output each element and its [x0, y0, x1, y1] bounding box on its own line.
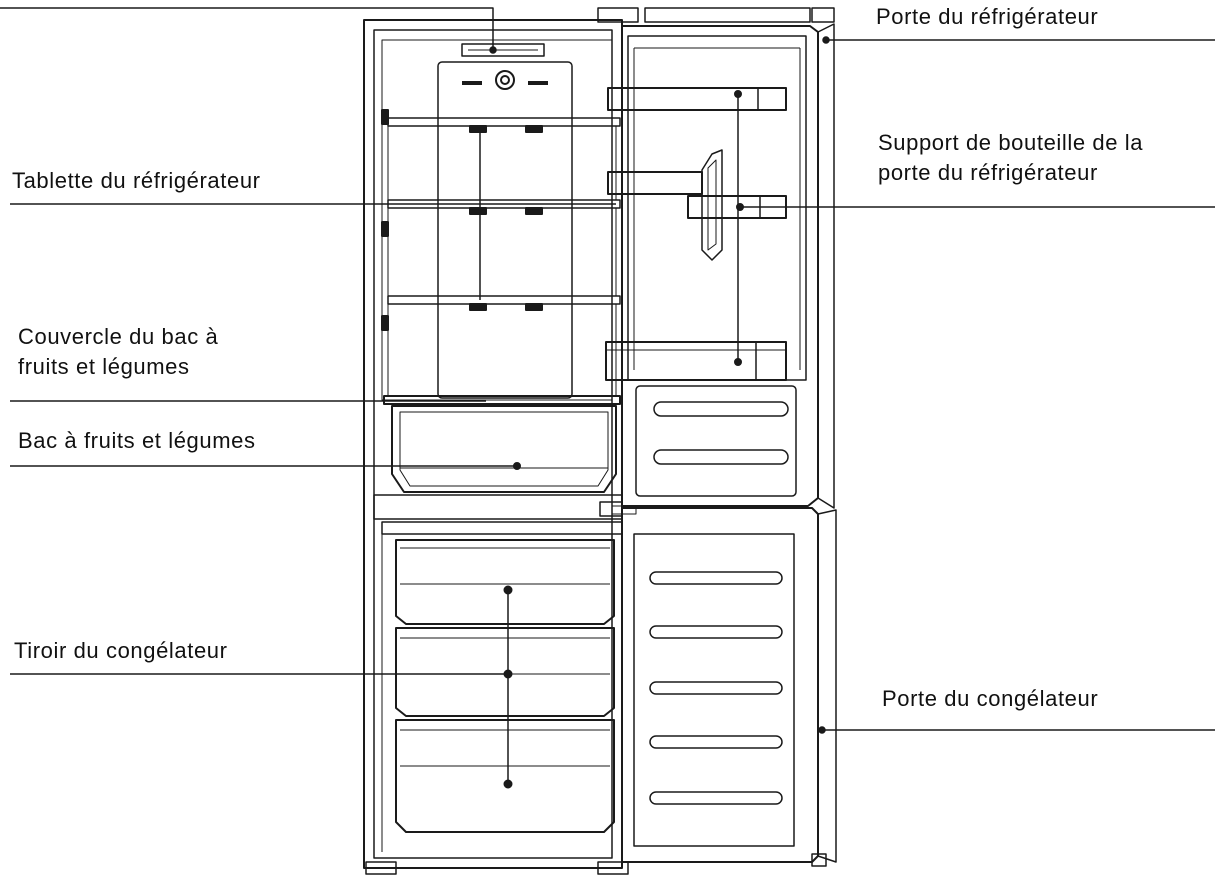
label-fridge-shelf: Tablette du réfrigérateur [12, 168, 261, 193]
freezer-drawer-1 [395, 539, 615, 625]
shelf-2 [387, 199, 621, 296]
door-bin-bottom [605, 341, 787, 381]
shelf-1 [387, 117, 621, 200]
freezer-drawers [395, 539, 615, 833]
label-fridge-door: Porte du réfrigérateur [876, 4, 1099, 29]
door-bin-top [607, 87, 787, 111]
crisper-cover [383, 395, 621, 405]
fridge-door [599, 23, 835, 517]
freezer-door [621, 507, 837, 867]
freezer-drawer-3 [395, 719, 615, 833]
label-crisper: Bac à fruits et légumes [18, 428, 256, 453]
label-freezer-drawer: Tiroir du congélateur [14, 638, 228, 663]
leader-lines [0, 7, 1215, 734]
shelf-3 [387, 295, 621, 396]
fridge-shelves [381, 109, 621, 396]
fridge-door-bins [605, 87, 787, 381]
label-crisper-cover-line2: fruits et légumes [18, 354, 190, 379]
crisper-drawer [391, 405, 617, 493]
label-crisper-cover-line1: Couvercle du bac à [18, 324, 219, 349]
label-freezer-door: Porte du congélateur [882, 686, 1099, 711]
leader-top-left [0, 7, 494, 50]
fridge-cabinet [363, 7, 835, 875]
label-bottle-holder-line1: Support de bouteille de la [878, 130, 1144, 155]
freezer-compartment [381, 521, 623, 852]
control-panel [437, 43, 573, 399]
label-bottle-holder-line2: porte du réfrigérateur [878, 160, 1098, 185]
